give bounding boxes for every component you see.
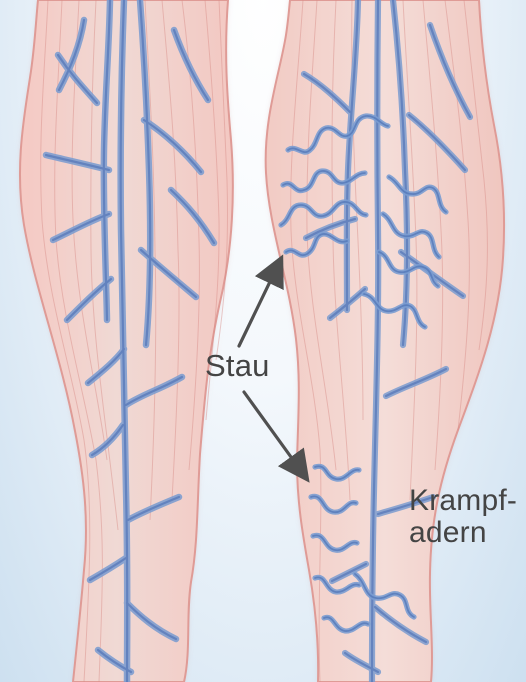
stau-label: Stau [205, 350, 270, 383]
left-leg [20, 0, 233, 682]
right-leg [266, 0, 504, 682]
krampfadern-label-line-1: Krampf- [409, 485, 517, 517]
stau-lower-arrow [244, 392, 304, 475]
stau-upper-arrow [239, 263, 279, 346]
krampfadern-label-line-2: adern [409, 517, 517, 549]
right-leg-outline [266, 0, 504, 682]
krampfadern-label: Krampf- adern [409, 485, 517, 548]
